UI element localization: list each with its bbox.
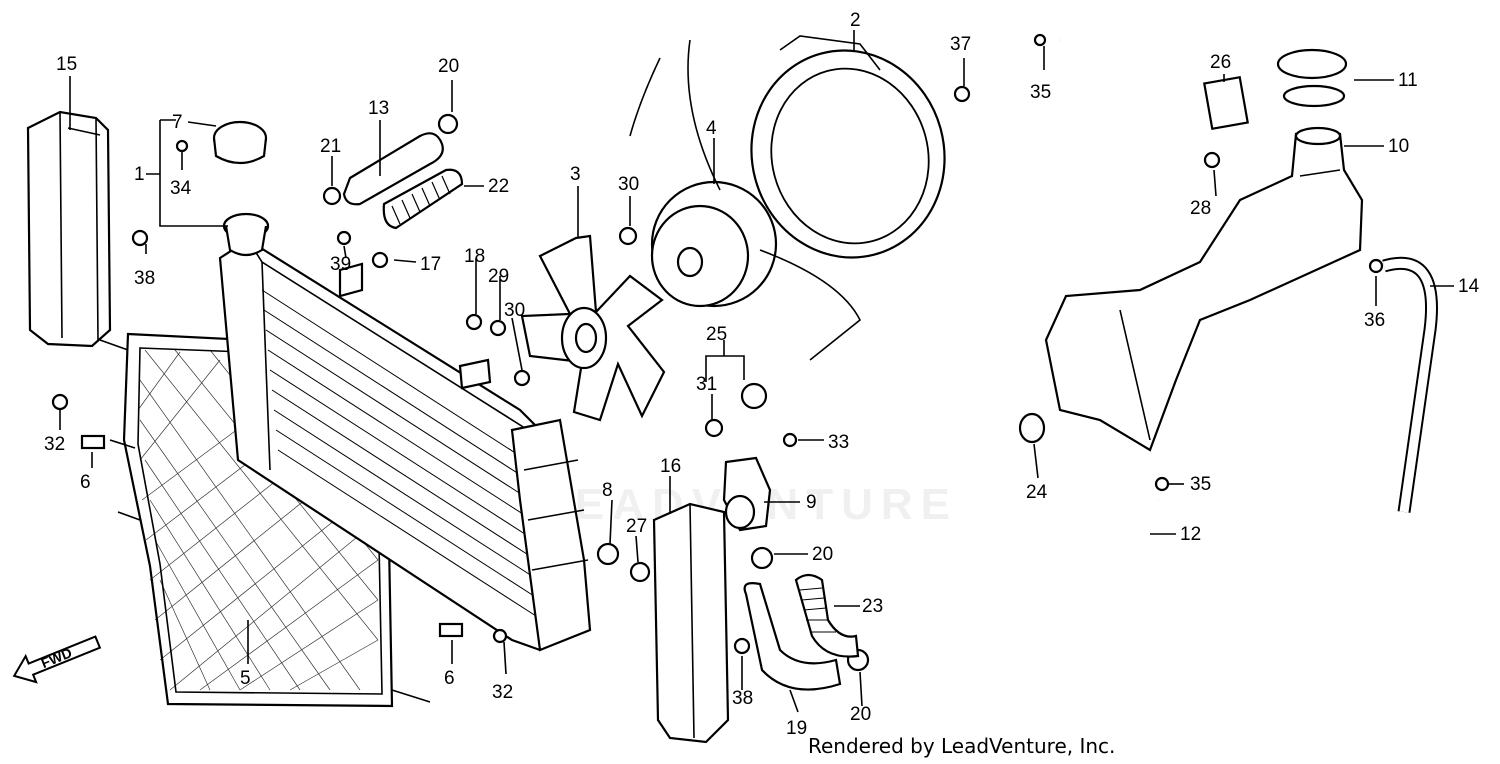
- leader-lines: [59, 30, 1454, 713]
- callout-35: 35: [1030, 82, 1051, 103]
- fan-part: [520, 234, 666, 422]
- render-credit: Rendered by LeadVenture, Inc.: [808, 734, 1116, 758]
- callout-23: 23: [862, 596, 883, 617]
- callout-2: 2: [850, 10, 861, 31]
- callout-32: 32: [44, 434, 65, 455]
- reserve-tank-part: [1044, 126, 1364, 452]
- callout-7: 7: [172, 112, 183, 133]
- callout-18: 18: [464, 246, 485, 267]
- thermostat-housing-part: [722, 456, 772, 532]
- callout-39: 39: [330, 254, 351, 275]
- callout-20c: 20: [850, 704, 871, 725]
- hose-22-spring-part: [382, 168, 464, 230]
- hose-14-part: [1382, 256, 1438, 513]
- callout-34: 34: [170, 178, 192, 199]
- callout-30b: 30: [618, 174, 639, 195]
- callout-19: 19: [786, 718, 807, 739]
- fwd-label: FWD: [39, 644, 75, 671]
- overflow-hose-12-part: [957, 37, 1161, 579]
- lower-hose-23-part: [794, 573, 860, 658]
- callout-33: 33: [828, 432, 849, 453]
- callout-6: 6: [80, 472, 91, 493]
- forward-arrow: FWD: [2, 616, 112, 686]
- callout-38b: 38: [732, 688, 753, 709]
- callout-27: 27: [626, 516, 647, 537]
- callout-9: 9: [806, 492, 817, 513]
- callout-35b: 35: [1190, 474, 1211, 495]
- callout-4: 4: [706, 118, 717, 139]
- callout-37: 37: [950, 34, 971, 55]
- callout-38: 38: [134, 268, 155, 289]
- reserve-cap-part: [1276, 48, 1348, 108]
- callout-10: 10: [1388, 136, 1409, 157]
- callout-8: 8: [602, 480, 613, 501]
- radiator-cap-part: [212, 120, 270, 257]
- callout-20b: 20: [812, 544, 833, 565]
- callout-3: 3: [570, 164, 581, 185]
- shroud-left-part: [26, 110, 112, 348]
- callout-14: 14: [1458, 276, 1480, 297]
- callout-15: 15: [56, 54, 77, 75]
- callout-31: 31: [696, 374, 717, 395]
- callout-30: 30: [504, 300, 525, 321]
- callout-20: 20: [438, 56, 459, 77]
- callout-6b: 6: [444, 668, 455, 689]
- callout-labels: 15 1 7 34 38 32 6 5 6 32 13 20 21 22 39 …: [44, 10, 1480, 739]
- callout-21: 21: [320, 136, 341, 157]
- callout-22: 22: [488, 176, 509, 197]
- fan-motor-part: [629, 39, 862, 361]
- small-parts: [51, 33, 1384, 672]
- callout-26: 26: [1210, 52, 1231, 73]
- callout-11: 11: [1398, 70, 1418, 91]
- callout-13: 13: [368, 98, 389, 119]
- callout-17: 17: [420, 254, 441, 275]
- shroud-right-part: [652, 502, 730, 744]
- callout-1: 1: [134, 164, 145, 185]
- fan-shroud-ring-part: [750, 35, 946, 259]
- callout-29: 29: [488, 266, 509, 287]
- lower-hose-19-part: [743, 582, 842, 691]
- callout-24: 24: [1026, 482, 1048, 503]
- callout-28: 28: [1190, 198, 1211, 219]
- callout-36: 36: [1364, 310, 1385, 331]
- callout-5: 5: [240, 668, 251, 689]
- callout-32b: 32: [492, 682, 513, 703]
- radiator-core-part: [218, 238, 592, 652]
- callout-25: 25: [706, 324, 727, 345]
- callout-12: 12: [1180, 524, 1201, 545]
- hose-13-part: [342, 132, 444, 206]
- callout-16: 16: [660, 456, 681, 477]
